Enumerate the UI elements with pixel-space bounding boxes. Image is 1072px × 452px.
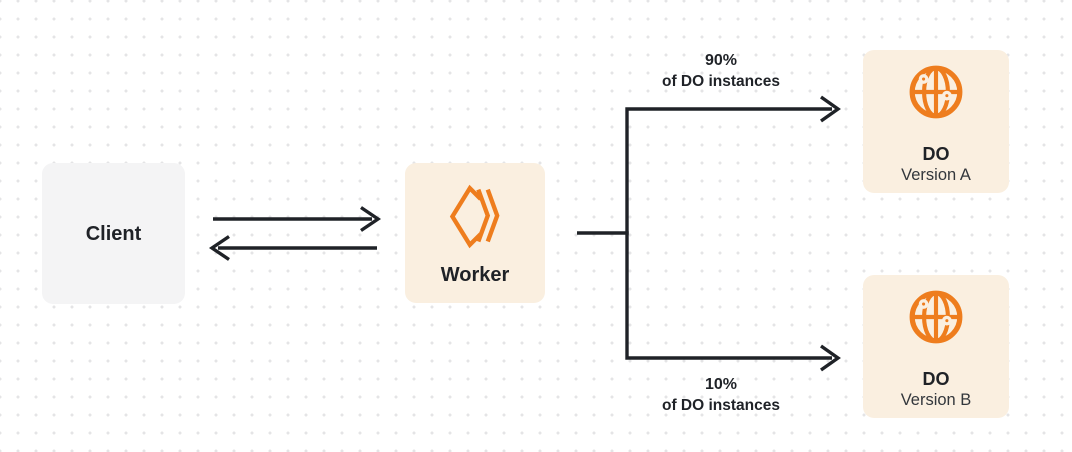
worker-client-response-arrow: [208, 235, 377, 261]
worker-node: Worker: [405, 163, 545, 303]
do-b-subtitle: Version B: [900, 391, 972, 409]
do-a-title: DO: [922, 144, 950, 164]
worker-label: Worker: [440, 264, 510, 286]
split-percent-90: 90%: [704, 52, 738, 69]
split-caption-10: of DO instances: [662, 397, 780, 414]
do-version-a-node: DO Version A: [863, 50, 1009, 193]
do-a-subtitle: Version A: [901, 166, 971, 184]
do-version-b-node: DO Version B: [863, 275, 1009, 418]
globe-icon: [909, 65, 963, 119]
do-b-title: DO: [922, 369, 950, 389]
split-percent-10: 10%: [704, 376, 738, 393]
client-node: Client: [42, 163, 185, 304]
workers-logo-icon: [449, 184, 499, 249]
client-worker-request-arrow: [213, 206, 382, 232]
split-arrow-10: [820, 344, 841, 372]
globe-icon: [909, 290, 963, 344]
split-trunk-line: [625, 107, 832, 360]
split-arrow-90: [820, 95, 841, 123]
split-label-10: 10% of DO instances: [621, 374, 821, 416]
split-label-90: 90% of DO instances: [621, 50, 821, 92]
client-label: Client: [85, 222, 142, 245]
split-caption-90: of DO instances: [662, 73, 780, 90]
